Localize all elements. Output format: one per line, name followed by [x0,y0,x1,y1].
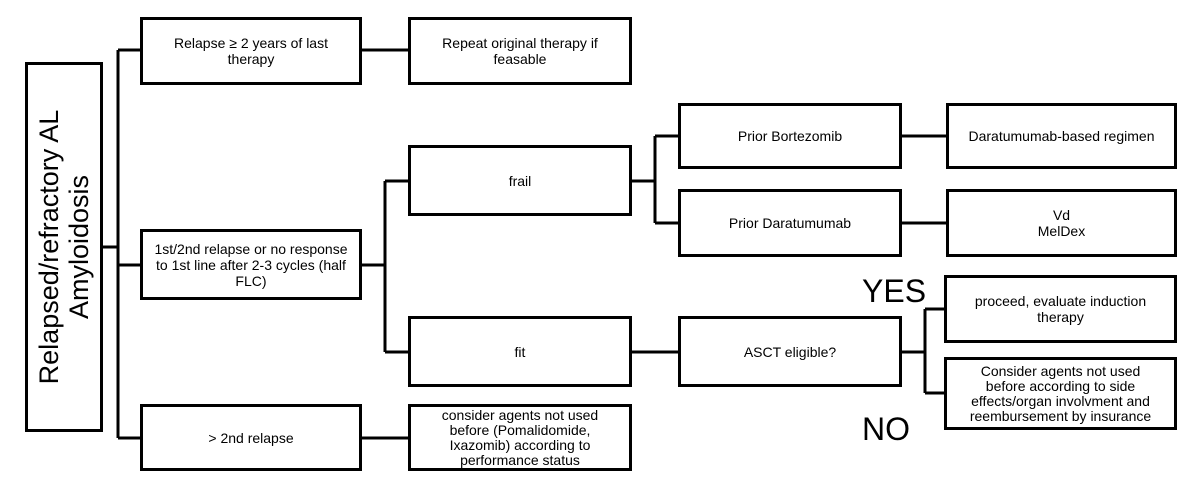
node-prior-daratumumab: Prior Daratumumab [678,189,902,257]
node-relapse-2-years: Relapse ≥ 2 years of last therapy [140,17,362,85]
node-consider-agents-side-effects: Consider agents not used before accordin… [944,357,1177,430]
no-label: NO [862,411,910,447]
root-label: Relapsed/refractory AL Amyloidosis [34,109,94,385]
node-beyond-second-relapse: > 2nd relapse [140,404,362,471]
node-vd-meldex: Vd MelDex [946,189,1177,257]
node-repeat-original-therapy: Repeat original therapy if feasable [408,17,632,85]
yes-label: YES [862,273,927,309]
node-daratumumab-based-regimen: Daratumumab-based regimen [946,103,1177,169]
node-proceed-induction: proceed, evaluate induction therapy [944,275,1177,343]
node-first-second-relapse: 1st/2nd relapse or no response to 1st li… [140,229,362,300]
node-fit: fit [408,316,632,387]
node-frail: frail [408,145,632,216]
node-asct-eligible: ASCT eligible? [678,316,902,387]
node-consider-agents-pomalidomide: consider agents not used before (Pomalid… [408,404,632,471]
root-box: Relapsed/refractory AL Amyloidosis [25,62,103,432]
node-prior-bortezomib: Prior Bortezomib [678,103,902,169]
